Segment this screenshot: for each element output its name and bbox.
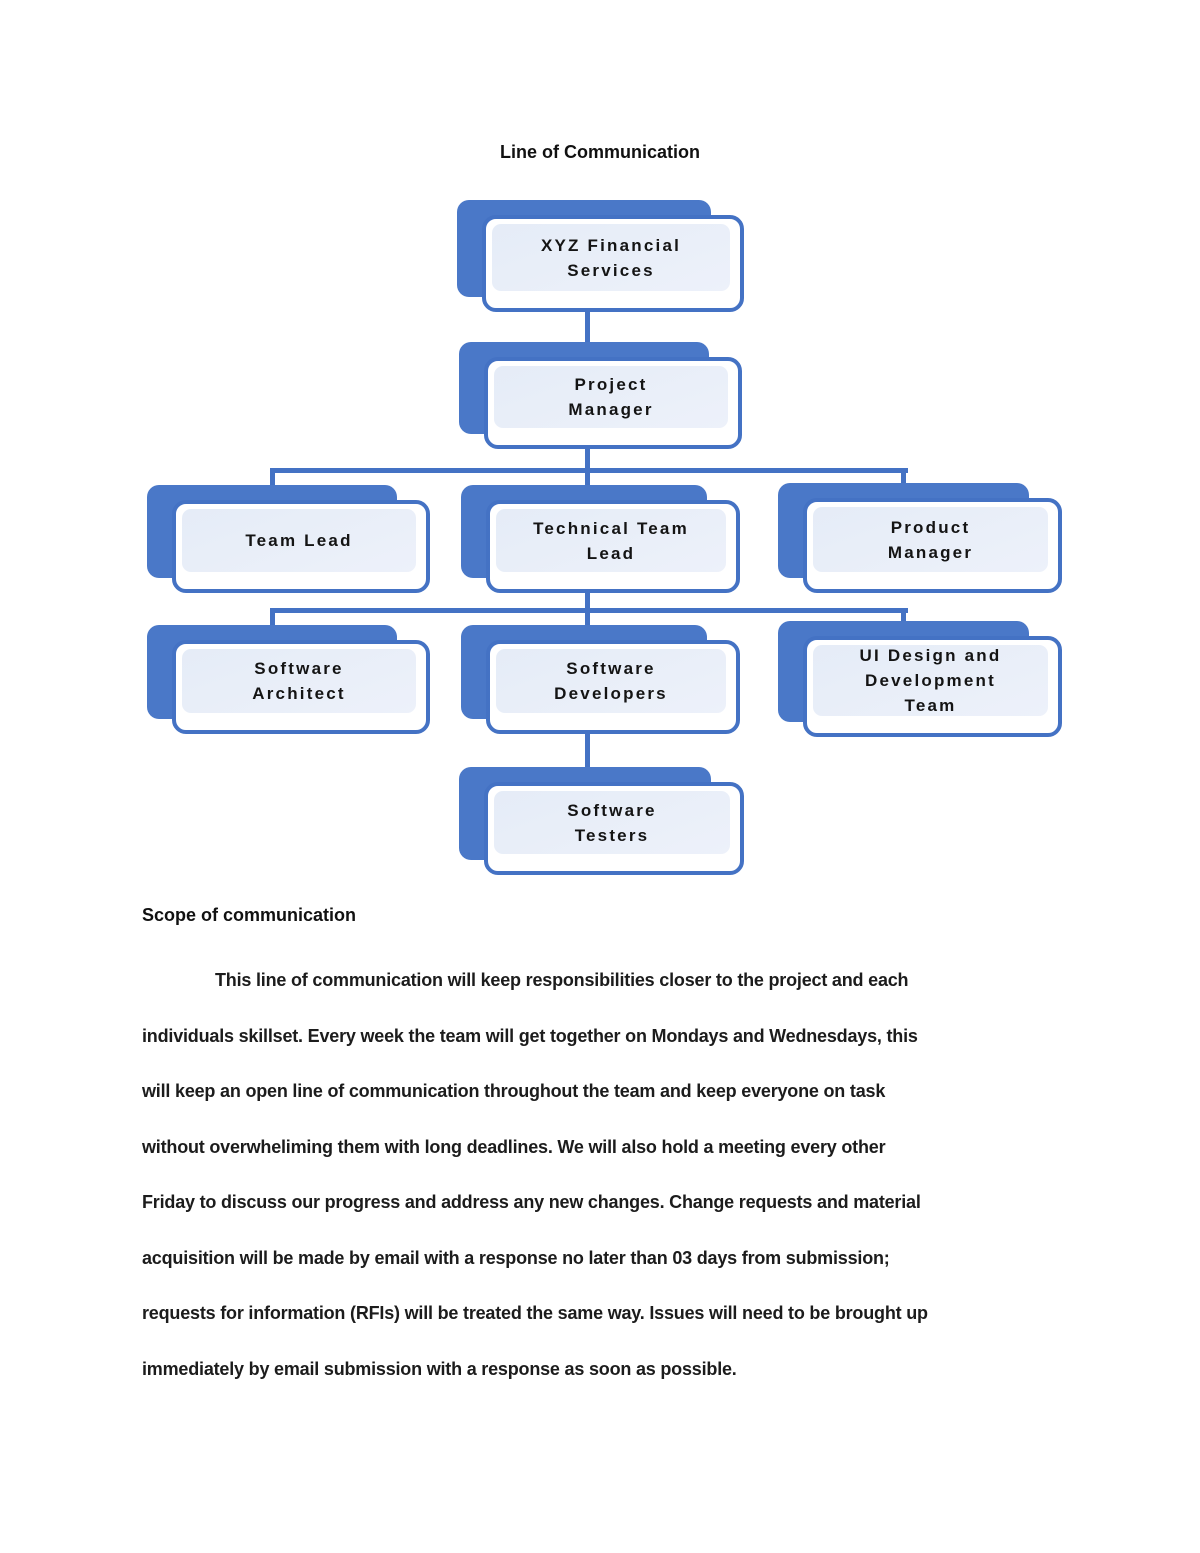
node-box: Team Lead (172, 500, 430, 593)
paragraph-line: immediately by email submission with a r… (142, 1358, 737, 1379)
paragraph-line: without overwheliming them with long dea… (142, 1136, 886, 1157)
node-label-line: Software (254, 659, 344, 678)
node-box: Project Manager (484, 357, 742, 449)
paragraph-line: requests for information (RFIs) will be … (142, 1303, 928, 1323)
node-label-line: Software (567, 800, 657, 820)
scope-paragraph: This line of communication will keep res… (142, 953, 1087, 1397)
section-heading: Scope of communication (142, 905, 357, 925)
org-node-software-architect: Software Architect (147, 625, 430, 734)
node-label-line: Developers (554, 684, 668, 703)
org-node-software-testers: Software Testers (459, 767, 744, 875)
node-box: Technical Team Lead (486, 500, 740, 593)
page-title: Line of Communication (500, 142, 700, 162)
org-node-project-manager: Project Manager (459, 342, 742, 449)
node-fill: Team Lead (182, 509, 416, 572)
node-label-line: UI Design and (859, 646, 1002, 665)
paragraph-line: individuals skillset. Every week the tea… (142, 1025, 918, 1046)
node-box: Product Manager (803, 498, 1062, 593)
node-label-line: Manager (568, 400, 654, 419)
node-fill: UI Design and Development Team (813, 645, 1048, 716)
paragraph-line: This line of communication will keep res… (215, 970, 909, 990)
node-label-line: Project (574, 375, 648, 394)
paragraph-line: Friday to discuss our progress and addre… (142, 1192, 921, 1212)
node-fill: Software Testers (494, 791, 730, 854)
node-label-line: Architect (252, 684, 346, 703)
node-fill: Technical Team Lead (496, 509, 726, 572)
org-node-product-manager: Product Manager (778, 483, 1062, 593)
org-node-xyz-financial-services: XYZ Financial Services (457, 200, 744, 312)
node-label-line: Software (566, 659, 656, 678)
org-node-ui-design-and-development-team: UI Design and Development Team (778, 621, 1062, 737)
org-node-technical-team-lead: Technical Team Lead (461, 485, 740, 593)
node-box: Software Architect (172, 640, 430, 734)
node-label-line: Team Lead (245, 531, 353, 550)
node-box: XYZ Financial Services (482, 215, 744, 312)
node-label-line: Manager (887, 542, 974, 562)
connector-developers-to-testers (585, 734, 590, 784)
connector-xyz-to-project-manager (585, 312, 590, 358)
node-fill: Project Manager (494, 366, 728, 428)
node-label-line: Lead (586, 543, 636, 563)
node-fill: Product Manager (813, 507, 1048, 572)
node-label-line: Technical Team (533, 518, 689, 538)
connector-project-manager-stem (585, 448, 590, 472)
node-label-line: Testers (574, 825, 650, 845)
node-label-line: Team (904, 696, 957, 715)
node-box: UI Design and Development Team (803, 636, 1062, 737)
node-box: Software Developers (486, 640, 740, 734)
node-fill: XYZ Financial Services (492, 224, 730, 291)
org-node-team-lead: Team Lead (147, 485, 430, 593)
node-box: Software Testers (484, 782, 744, 875)
org-node-software-developers: Software Developers (461, 625, 740, 734)
paragraph-line: will keep an open line of communication … (142, 1081, 886, 1101)
node-label-line: Development (865, 671, 996, 690)
connector-technical-team-lead-stem (585, 592, 590, 610)
node-fill: Software Architect (182, 649, 416, 713)
node-label-line: XYZ Financial (540, 235, 682, 255)
node-label-line: Product (890, 517, 971, 537)
node-fill: Software Developers (496, 649, 726, 713)
paragraph-line: acquisition will be made by email with a… (142, 1247, 890, 1268)
node-label-line: Services (567, 260, 655, 280)
